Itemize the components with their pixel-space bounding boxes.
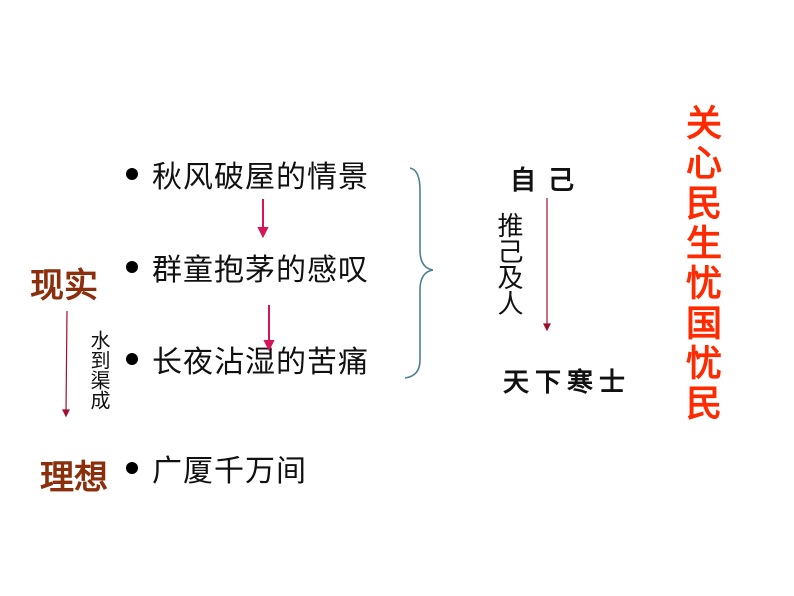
row-text: 群童抱茅的感叹 [152,253,369,288]
bullet-dot [126,261,138,273]
label-ideal: 理想 [40,458,108,498]
arrow-down-icon [263,305,275,352]
bullet-dot [126,353,138,365]
bullet-dot [126,168,138,180]
bullet-row-mansions: 广厦千万间 [126,446,307,490]
bullet-row-long-night: 长夜沾湿的苦痛 [126,337,369,381]
row-text: 秋风破屋的情景 [152,160,369,195]
label-poor-scholars: 天下寒士 [503,368,632,398]
arrow-down-icon [543,198,551,332]
bullet-dot [126,462,138,474]
arrow-down-icon [257,199,269,239]
label-extend-to-others: 推己及人 [493,212,523,316]
theme-vertical-title: 关心民生忧国忧民 [680,104,721,424]
label-transition: 水到渠成 [87,330,111,410]
row-text: 广厦千万间 [152,454,307,489]
curly-brace-icon [404,167,434,379]
bullet-row-autumn-wind: 秋风破屋的情景 [126,152,369,196]
label-reality: 现实 [30,266,98,306]
row-text: 长夜沾湿的苦痛 [152,345,369,380]
label-self: 自己 [510,166,587,196]
bullet-row-children-thatch: 群童抱茅的感叹 [126,245,369,289]
arrow-down-icon [62,310,70,418]
